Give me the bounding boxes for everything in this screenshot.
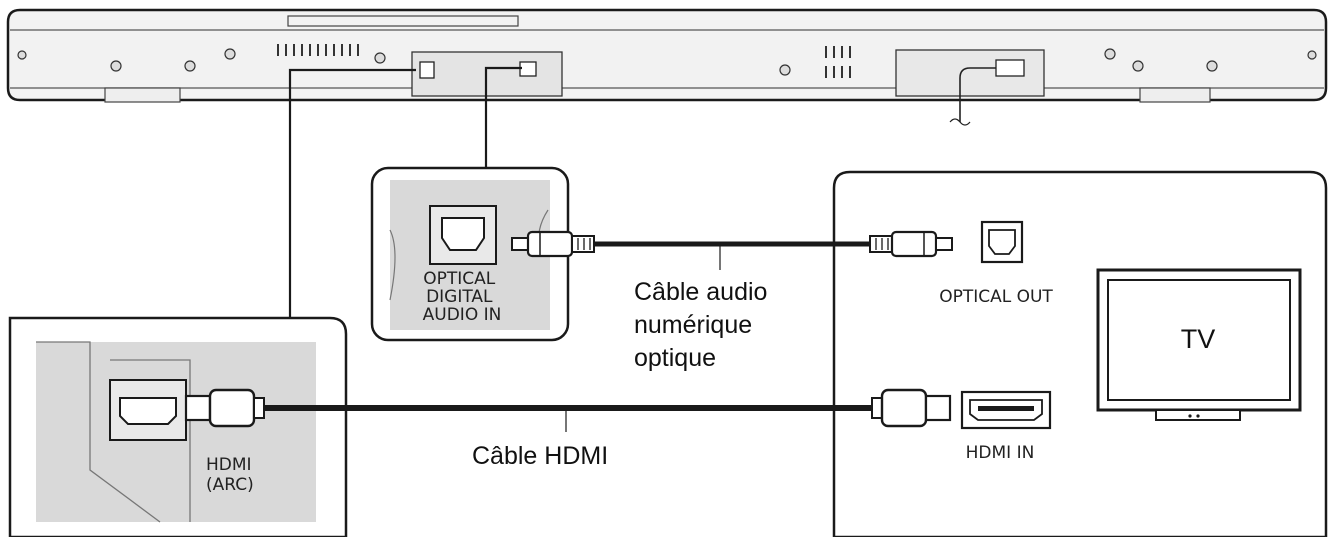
optical-inset: OPTICAL DIGITAL AUDIO IN xyxy=(370,166,570,342)
optical-out-label: OPTICAL OUT xyxy=(939,287,1053,307)
optical-plug-right-icon xyxy=(869,230,953,258)
vent-slots xyxy=(277,44,851,78)
hdmi-port-icon xyxy=(419,61,435,79)
hdmi-arc-label: HDMI (ARC) xyxy=(206,455,257,495)
optical-cable-line-2: numérique xyxy=(634,311,752,339)
optical-in-line-1: OPTICAL xyxy=(423,269,496,289)
hdmi-inset: HDMI (ARC) xyxy=(8,316,348,537)
hdmi-cable xyxy=(184,388,952,432)
optical-cable-line-3: optique xyxy=(634,344,716,372)
optical-in-line-2: DIGITAL xyxy=(426,287,493,307)
optical-cable-label: Câble audio numérique optique xyxy=(634,278,774,372)
hdmi-plug-right-icon xyxy=(871,388,952,428)
hdmi-cable-label: Câble HDMI xyxy=(472,442,608,470)
tv-icon xyxy=(1096,268,1302,421)
optical-cable xyxy=(511,230,953,270)
power-cord xyxy=(959,67,996,122)
hdmi-arc-line-2: (ARC) xyxy=(206,475,254,495)
soundbar xyxy=(6,8,1328,126)
hdmi-arc-line-1: HDMI xyxy=(206,455,252,475)
optical-jack-icon xyxy=(429,205,497,265)
optical-cable-line-1: Câble audio xyxy=(634,278,767,306)
power-connector-icon xyxy=(995,59,1025,77)
hdmi-in-jack-icon xyxy=(960,390,1052,430)
hdmi-in-label: HDMI IN xyxy=(966,443,1035,463)
optical-out-jack-icon xyxy=(980,220,1024,264)
hdmi-plug-left-icon xyxy=(184,388,265,428)
tv-panel: TV OPTICAL OUT HDMI IN xyxy=(832,170,1328,537)
tv-label: TV xyxy=(1181,324,1216,354)
hdmi-arc-jack-icon xyxy=(109,379,187,441)
leader-lines xyxy=(288,66,522,318)
optical-port-icon xyxy=(519,61,537,77)
optical-in-label: OPTICAL DIGITAL AUDIO IN xyxy=(423,269,502,325)
optical-in-line-3: AUDIO IN xyxy=(423,305,502,325)
optical-plug-left-icon xyxy=(511,230,595,258)
